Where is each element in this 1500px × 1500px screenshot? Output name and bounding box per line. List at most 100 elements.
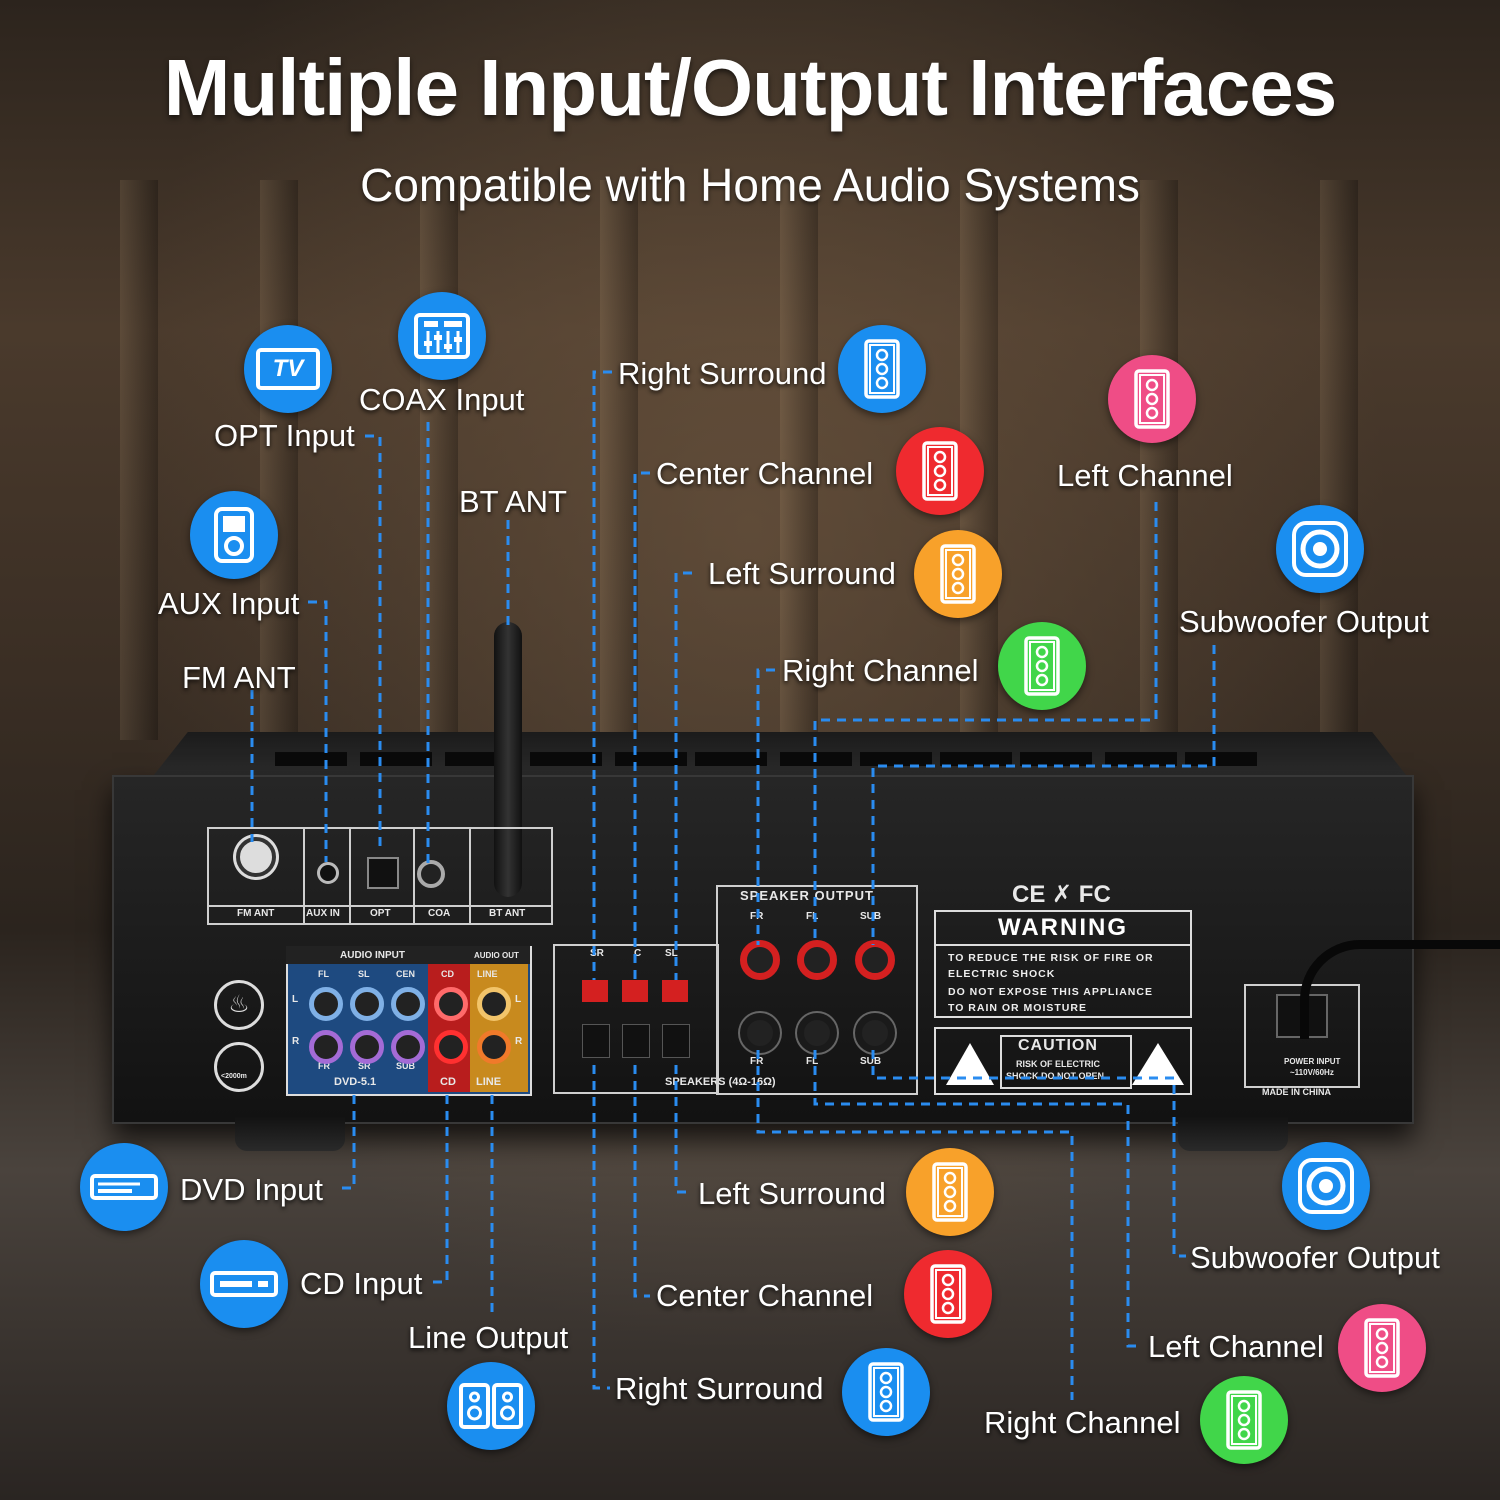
left-channel-bottom-line: [813, 1050, 1142, 1348]
right-channel-bottom-line: [756, 1050, 1074, 1400]
speaker-icon: [914, 530, 1002, 618]
speaker-icon: [904, 1250, 992, 1338]
fr-post-red[interactable]: [740, 940, 780, 980]
speaker-icon: [1108, 355, 1196, 443]
line-output-label: Line Output: [408, 1320, 569, 1355]
sl-clip-black[interactable]: [662, 1024, 690, 1058]
vent: [860, 752, 932, 766]
right-channel-top-label: Right Channel: [782, 653, 979, 688]
caution-line: RISK OF ELECTRIC: [1016, 1059, 1101, 1069]
cen-label: CEN: [396, 969, 416, 979]
subwoofer-bottom-line: [871, 1050, 1186, 1258]
rca-jack-cd-l[interactable]: [434, 987, 468, 1021]
line-panel-label: LINE: [476, 1076, 502, 1088]
coax-jack[interactable]: [417, 860, 445, 888]
c-clip-black[interactable]: [622, 1024, 650, 1058]
caution-line: SHOCK DO NOT OPEN: [1006, 1071, 1105, 1081]
speaker-icon: [1200, 1376, 1288, 1464]
vent: [360, 752, 432, 766]
hazard-triangle-icon: [946, 1043, 1184, 1085]
speaker-output-label: SPEAKER OUTPUT: [740, 888, 874, 903]
rca-jack-cd-r[interactable]: [434, 1030, 468, 1064]
speaker-icon: [1338, 1304, 1426, 1392]
sr-terminal-label: SR: [590, 948, 604, 959]
vent: [1105, 752, 1177, 766]
caution-label: CAUTION RISK OF ELECTRIC SHOCK DO NOT OP…: [934, 1027, 1192, 1095]
amplifier-foot: [235, 1115, 345, 1151]
opt-input-label: OPT Input: [214, 418, 355, 453]
opt-input-line: [365, 434, 382, 850]
dvd-player-icon: [80, 1143, 168, 1231]
rca-jack-line-l[interactable]: [477, 987, 511, 1021]
opt-jack[interactable]: [367, 857, 399, 889]
aux-in-panel-label: AUX IN: [306, 908, 340, 919]
opt-panel-label: OPT: [370, 908, 391, 919]
fl-post-label-bottom: FL: [806, 1056, 819, 1067]
mixer-icon: [398, 292, 486, 380]
fr-post-label-bottom: FR: [750, 1056, 764, 1067]
dvd-input-line: [338, 1095, 356, 1190]
warning-line: DO NOT EXPOSE THIS APPLIANCE: [948, 986, 1153, 998]
fm-ant-panel-label: FM ANT: [237, 908, 275, 919]
cd-input-line: [432, 1095, 449, 1284]
coax-input-label: COAX Input: [359, 382, 525, 417]
subwoofer-output-top-label: Subwoofer Output: [1179, 604, 1429, 639]
audio-input-panel-label: AUDIO INPUT: [340, 950, 405, 961]
center-channel-top-line: [633, 471, 650, 980]
vent: [530, 752, 602, 766]
subwoofer-output-bottom-label: Subwoofer Output: [1190, 1240, 1440, 1275]
warning-line: TO RAIN OR MOISTURE: [948, 1002, 1087, 1014]
sub-post-red[interactable]: [855, 940, 895, 980]
sl-label: SL: [358, 969, 370, 979]
altitude-icon: <2000m: [214, 1042, 264, 1092]
tv-icon: TV: [244, 325, 332, 413]
right-surround-top-line: [592, 370, 612, 980]
aux-in-jack[interactable]: [317, 862, 339, 884]
fl-post-red[interactable]: [797, 940, 837, 980]
certification-marks: CE ✗ FC: [1012, 881, 1111, 908]
line-out-area: [470, 964, 528, 1092]
rca-jack-fl[interactable]: [309, 987, 343, 1021]
cd-panel-label: CD: [440, 1076, 456, 1088]
left-channel-top-line: [813, 502, 1158, 945]
speaker-icon: [896, 427, 984, 515]
center-channel-bottom-label: Center Channel: [656, 1278, 874, 1313]
stereo-speakers-icon: [447, 1362, 535, 1450]
c-clip-red[interactable]: [622, 980, 648, 1002]
fm-ant-jack[interactable]: [236, 837, 276, 877]
vent: [275, 752, 347, 766]
power-cord: [1300, 940, 1500, 1039]
bluetooth-antenna: [494, 622, 522, 897]
fl-post-black[interactable]: [797, 1013, 837, 1053]
fl-label: FL: [318, 969, 329, 979]
fr-post-black[interactable]: [740, 1013, 780, 1053]
page-subtitle: Compatible with Home Audio Systems: [360, 159, 1140, 211]
coa-panel-label: COA: [428, 908, 451, 919]
right-label: R: [292, 1036, 300, 1047]
sr-clip-red[interactable]: [582, 980, 608, 1002]
rca-jack-sub[interactable]: [391, 1030, 425, 1064]
rca-jack-cen[interactable]: [391, 987, 425, 1021]
cd-input-label: CD Input: [300, 1266, 423, 1301]
sub-post-label-bottom: SUB: [860, 1056, 882, 1067]
dvd51-panel-label: DVD-5.1: [334, 1076, 377, 1088]
rca-jack-sl[interactable]: [350, 987, 384, 1021]
rca-jack-sr[interactable]: [350, 1030, 384, 1064]
left-channel-top-label: Left Channel: [1057, 458, 1233, 493]
c-terminal-label: C: [634, 948, 642, 959]
vent: [615, 752, 687, 766]
sr-label: SR: [358, 1061, 371, 1071]
sub-label: SUB: [396, 1061, 416, 1071]
warning-line: TO REDUCE THE RISK OF FIRE OR: [948, 952, 1154, 964]
sub-post-black[interactable]: [855, 1013, 895, 1053]
fm-ant-label: FM ANT: [182, 660, 296, 695]
media-player-icon: [190, 491, 278, 579]
rca-jack-line-r[interactable]: [477, 1030, 511, 1064]
rca-jack-fr[interactable]: [309, 1030, 343, 1064]
aux-input-line: [308, 600, 328, 862]
left-channel-bottom-label: Left Channel: [1148, 1329, 1324, 1364]
sl-clip-red[interactable]: [662, 980, 688, 1002]
right-surround-top-label: Right Surround: [618, 356, 827, 391]
sr-clip-black[interactable]: [582, 1024, 610, 1058]
